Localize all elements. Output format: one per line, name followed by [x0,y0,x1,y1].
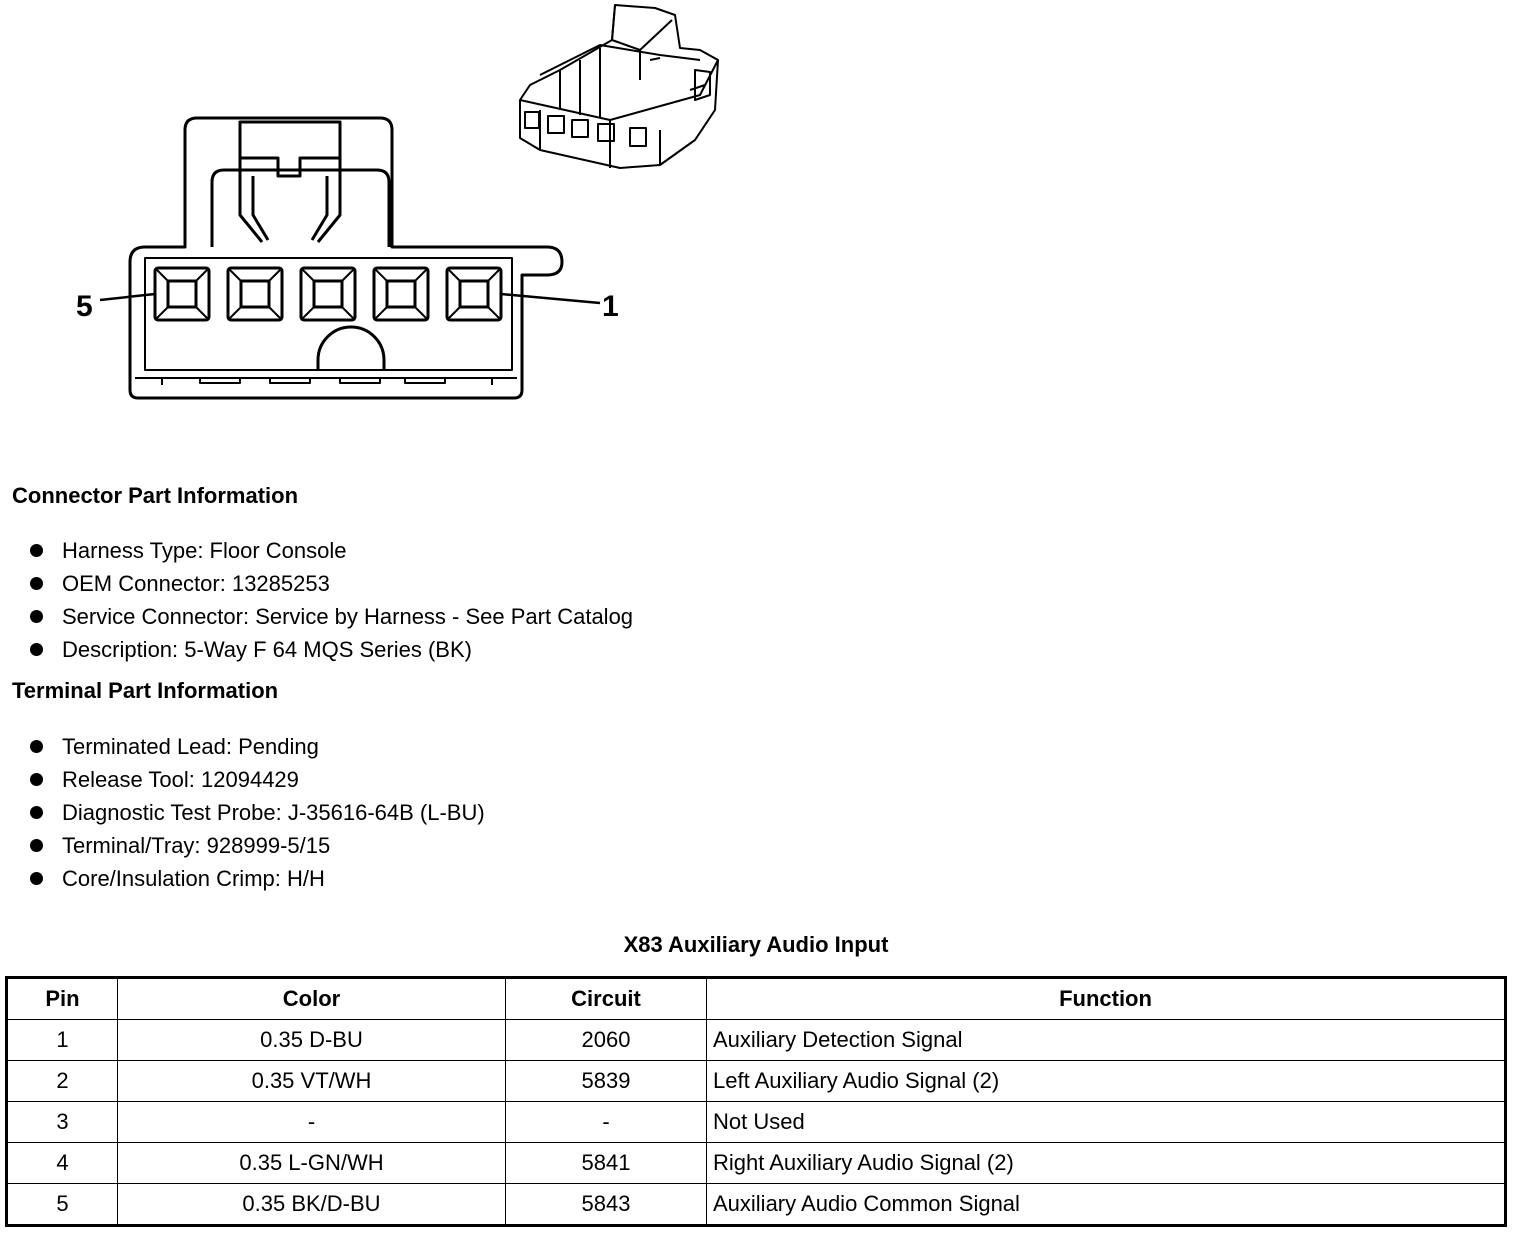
list-item: Description: 5-Way F 64 MQS Series (BK) [28,633,633,666]
pin-table-title: X83 Auxiliary Audio Input [623,932,889,957]
list-item: Diagnostic Test Probe: J-35616-64B (L-BU… [28,796,485,829]
pin-cavity-1 [445,266,503,322]
cell-function: Not Used [706,1101,1506,1143]
bullet-icon [30,773,43,786]
cell-pin: 4 [6,1142,118,1184]
list-item: Service Connector: Service by Harness - … [28,600,633,633]
cell-color: - [117,1101,506,1143]
list-item: OEM Connector: 13285253 [28,567,633,600]
terminal-info-title: Terminal Part Information [12,678,279,703]
bullet-icon [30,643,43,656]
cell-color: 0.35 VT/WH [117,1060,506,1102]
latch [238,120,342,158]
bullet-icon [30,544,43,557]
table-row: 2 0.35 VT/WH 5839 Left Auxiliary Audio S… [6,1060,1506,1102]
list-item: Harness Type: Floor Console [28,534,633,567]
list-item: Release Tool: 12094429 [28,763,485,796]
pin-table: Pin Color Circuit Function 1 0.35 D-BU 2… [5,976,1507,1227]
cell-color: 0.35 L-GN/WH [117,1142,506,1184]
bullet-icon [30,577,43,590]
table-header-row: Pin Color Circuit Function [6,977,1506,1020]
table-row: 5 0.35 BK/D-BU 5843 Auxiliary Audio Comm… [6,1183,1506,1226]
cell-function: Right Auxiliary Audio Signal (2) [706,1142,1506,1184]
table-row: 4 0.35 L-GN/WH 5841 Right Auxiliary Audi… [6,1142,1506,1184]
cell-circuit: 5841 [505,1142,707,1184]
connector-isometric-view [519,4,719,169]
cell-color: 0.35 BK/D-BU [117,1183,506,1226]
bullet-icon [30,740,43,753]
pin-cavity-3 [299,266,357,322]
connector-body-outline [128,116,564,400]
cell-circuit: 5843 [505,1183,707,1226]
bullet-icon [30,806,43,819]
connector-info-title: Connector Part Information [12,483,299,508]
header-color: Color [117,977,506,1020]
pin-cavity-4 [226,266,284,322]
list-item: Terminated Lead: Pending [28,730,485,763]
pin-label-right: 1 [602,290,619,323]
header-pin: Pin [6,977,118,1020]
cell-pin: 5 [6,1183,118,1226]
header-function: Function [706,977,1506,1020]
list-item: Core/Insulation Crimp: H/H [28,862,485,895]
cell-circuit: 5839 [505,1060,707,1102]
keyway [316,325,386,370]
header-circuit: Circuit [505,977,707,1020]
table-row: 1 0.35 D-BU 2060 Auxiliary Detection Sig… [6,1019,1506,1061]
cell-pin: 1 [6,1019,118,1061]
cell-function: Left Auxiliary Audio Signal (2) [706,1060,1506,1102]
list-item: Terminal/Tray: 928999-5/15 [28,829,485,862]
bullet-icon [30,610,43,623]
pin-cavity-2 [372,266,430,322]
cell-pin: 3 [6,1101,118,1143]
pin-cavity-5 [153,266,211,322]
connector-diagram: 5 1 [76,4,719,400]
bullet-icon [30,839,43,852]
cell-function: Auxiliary Detection Signal [706,1019,1506,1061]
pin-label-left: 5 [76,290,93,323]
connector-info-list: Harness Type: Floor Console OEM Connecto… [28,534,633,666]
table-row: 3 - - Not Used [6,1101,1506,1143]
cell-circuit: 2060 [505,1019,707,1061]
cell-pin: 2 [6,1060,118,1102]
cell-function: Auxiliary Audio Common Signal [706,1183,1506,1226]
cell-circuit: - [505,1101,707,1143]
bullet-icon [30,872,43,885]
cell-color: 0.35 D-BU [117,1019,506,1061]
terminal-info-list: Terminated Lead: Pending Release Tool: 1… [28,730,485,895]
